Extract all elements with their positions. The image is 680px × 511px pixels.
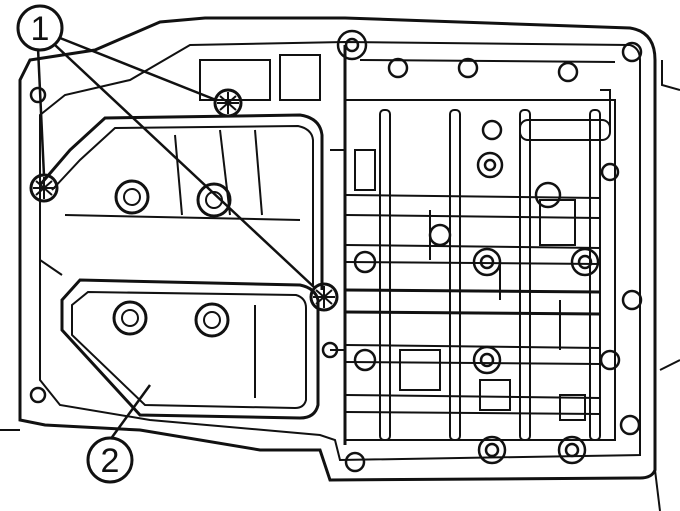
pan-bosses <box>112 179 232 338</box>
oil-filter <box>38 113 324 420</box>
callout-1-label: 1 <box>31 10 50 48</box>
housing-plate <box>0 16 680 511</box>
filter-screw-left <box>29 173 59 203</box>
callout-2: 2 <box>86 436 134 484</box>
valve-body <box>199 45 616 445</box>
callout-2-circle <box>86 436 134 484</box>
housing-inner <box>39 40 641 462</box>
callout-1-circle <box>16 4 64 52</box>
filter-screw-top <box>213 88 243 118</box>
valve-body-bolts <box>29 29 643 473</box>
filter-screws <box>29 88 339 312</box>
leader-1-to-left-screw <box>36 47 46 177</box>
callout-1: 1 <box>16 4 64 52</box>
leader-1-to-top-screw <box>59 36 217 102</box>
leader-lines <box>36 36 316 441</box>
leader-2-to-filter <box>108 384 152 441</box>
leader-1-to-right-screw <box>54 44 316 289</box>
filter-screw-right <box>309 282 339 312</box>
callout-2-label: 2 <box>101 442 120 480</box>
